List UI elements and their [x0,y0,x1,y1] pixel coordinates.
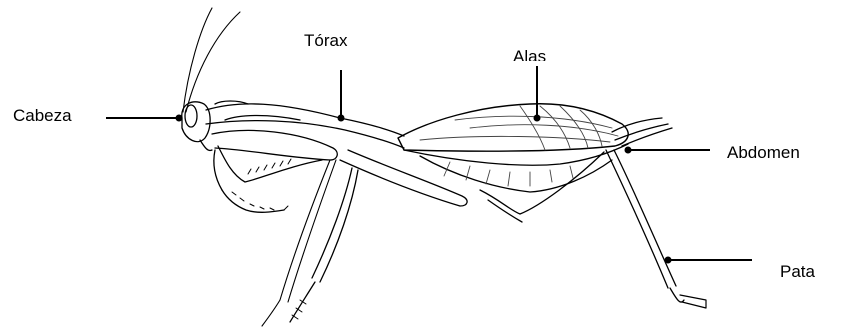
label-abdomen: Abdomen [727,144,800,161]
antennae [183,8,240,112]
dot-abdomen [625,147,632,154]
label-pata: Pata [780,263,815,280]
label-cabeza: Cabeza [13,107,72,124]
raptorial-foreleg [212,130,337,212]
leader-lines [106,66,752,260]
far-leg [262,160,336,326]
dot-alas [534,115,541,122]
thorax [206,101,404,148]
label-torax: Tórax [304,32,347,49]
hind-leg [480,150,706,308]
dot-pata [665,257,672,264]
dot-cabeza [176,115,183,122]
dot-torax [338,115,345,122]
label-alas: Alas [513,48,546,61]
leader-dots [176,115,672,264]
middle-leg [290,150,467,322]
wings [398,104,628,151]
abdomen [404,118,672,192]
